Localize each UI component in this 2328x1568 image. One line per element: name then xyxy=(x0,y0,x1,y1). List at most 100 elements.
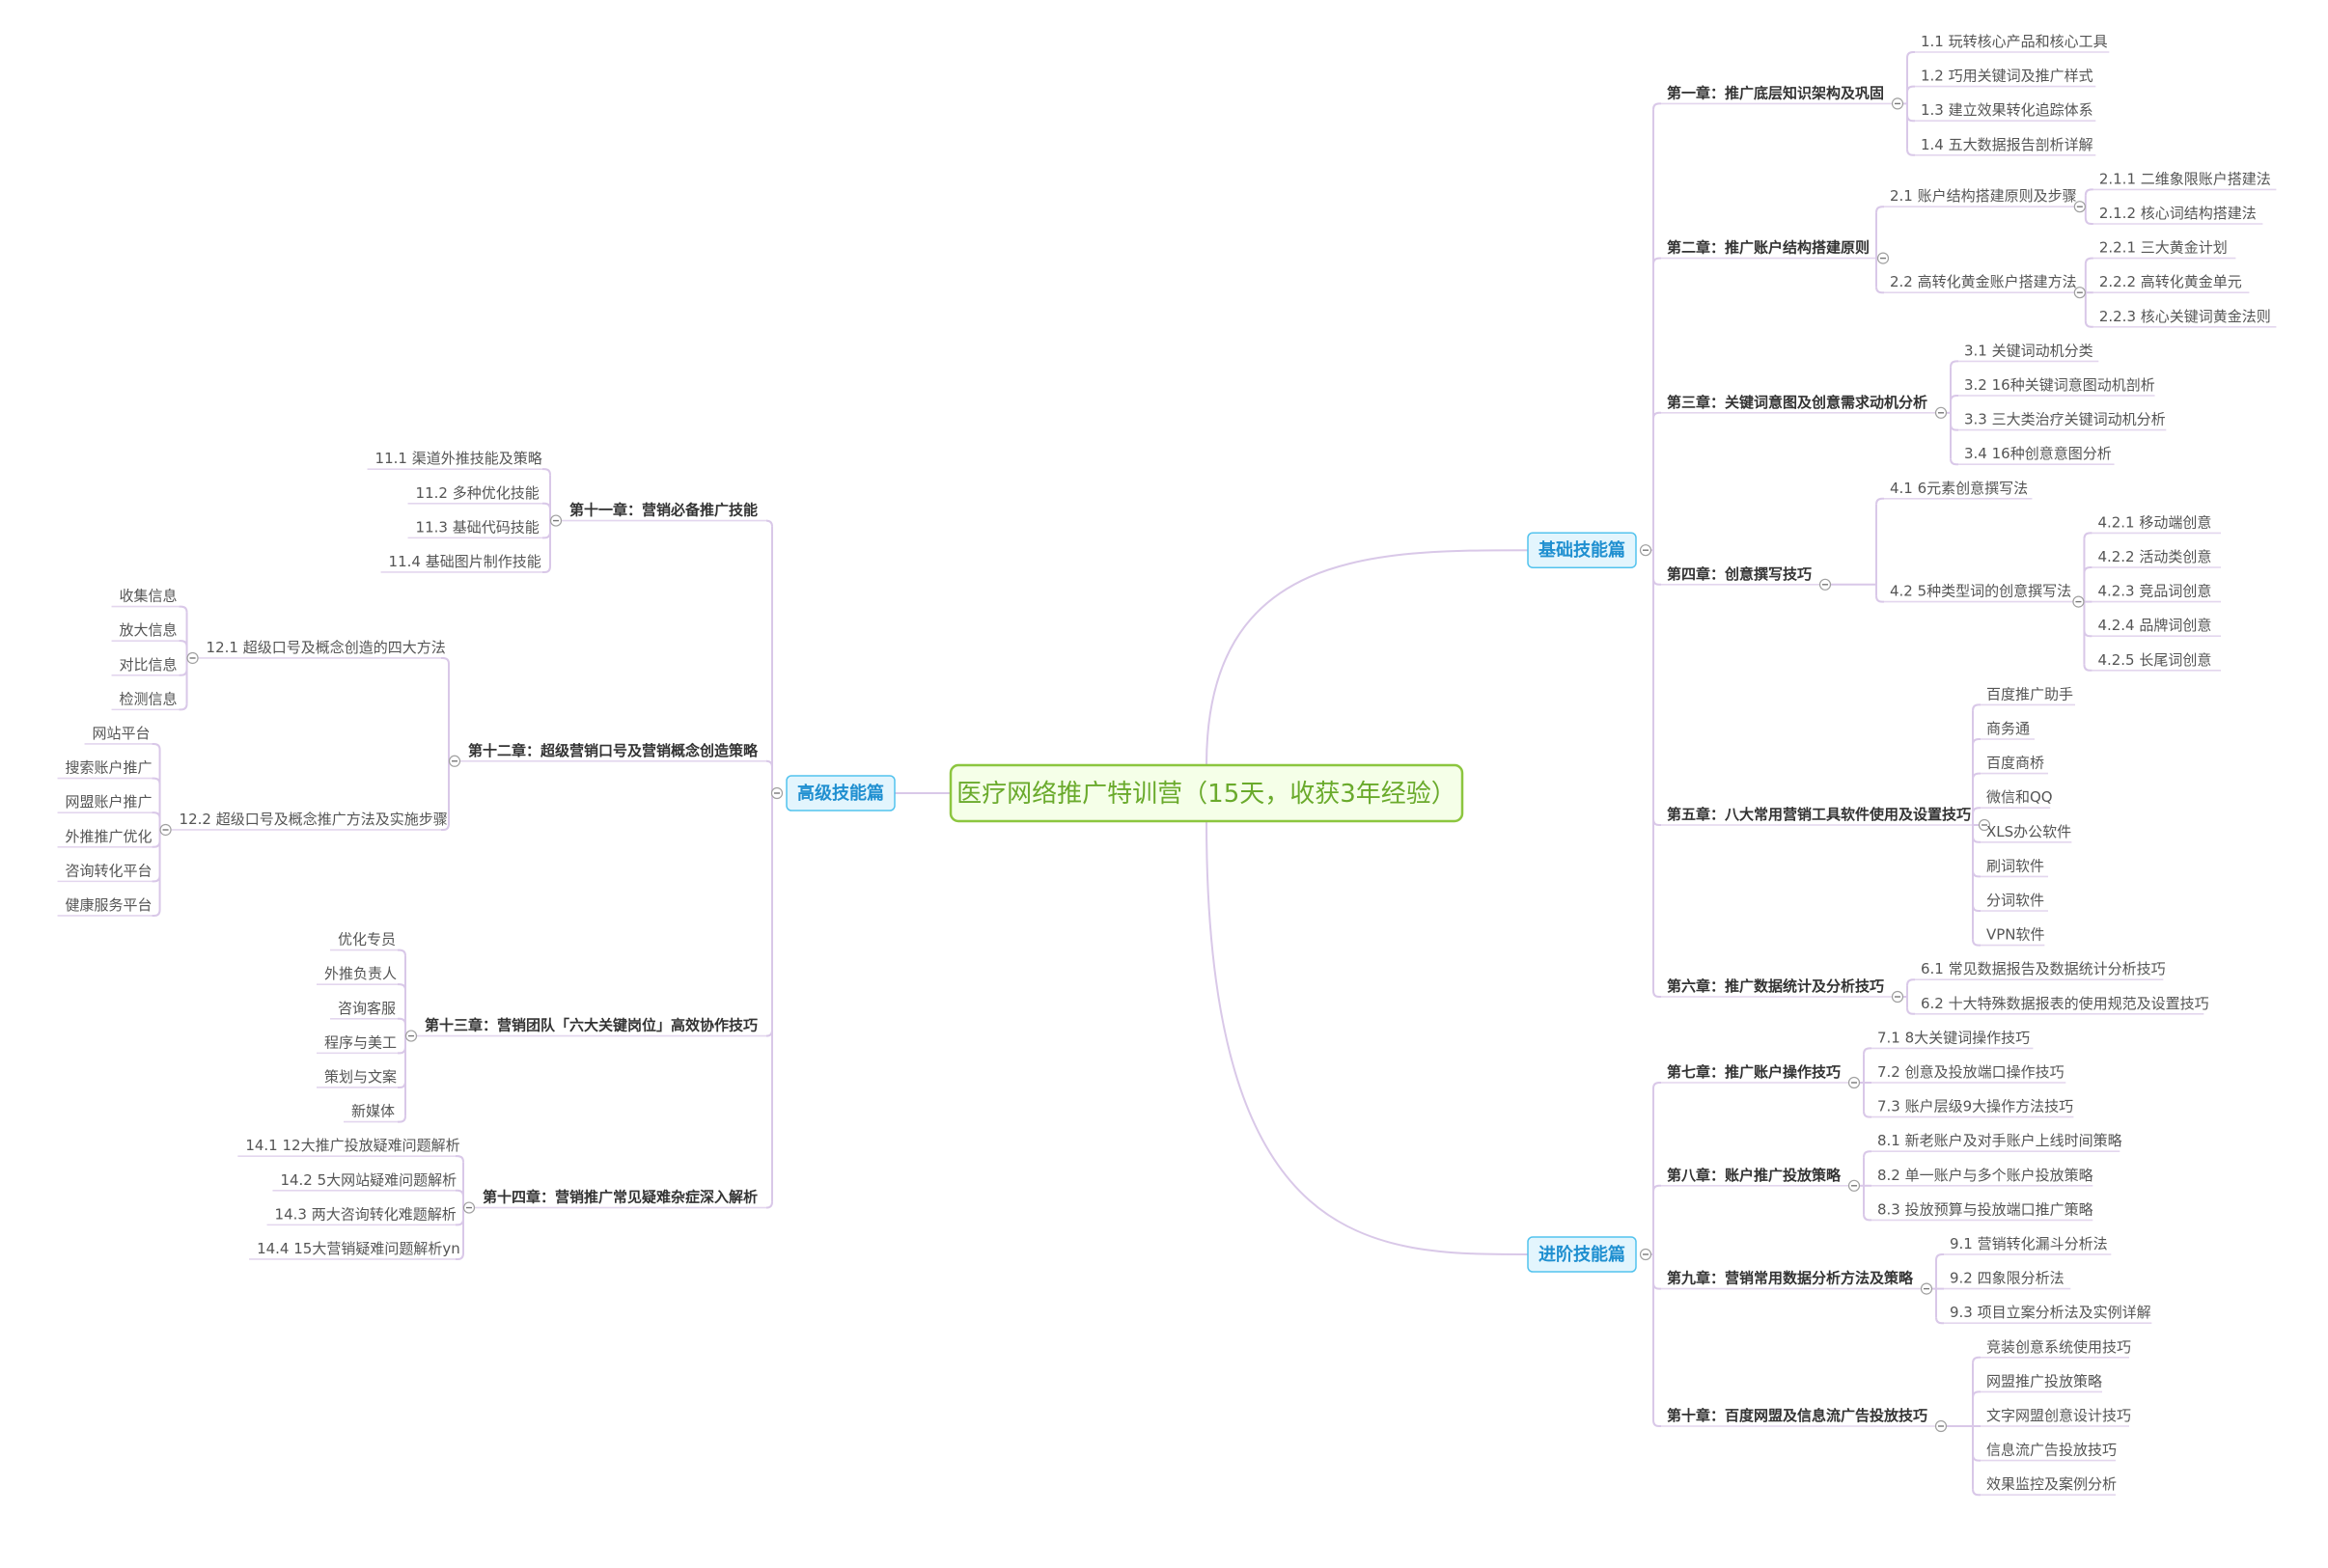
leaf-node[interactable]: 2.1.1 二维象限账户搭建法 xyxy=(2099,170,2271,187)
leaf-node[interactable]: 分词软件 xyxy=(1986,892,2044,909)
leaf-node[interactable]: 网盟账户推广 xyxy=(66,793,152,811)
chapter-node[interactable]: 第六章：推广数据统计及分析技巧 xyxy=(1667,977,1884,995)
leaf-node[interactable]: 4.2.4 品牌词创意 xyxy=(2097,617,2211,634)
chapter-collapse-toggle[interactable] xyxy=(1876,252,1890,264)
leaf-node[interactable]: 文字网盟创意设计技巧 xyxy=(1986,1407,2131,1424)
topic-collapse-toggle[interactable] xyxy=(186,651,199,665)
chapter-collapse-toggle[interactable] xyxy=(1818,578,1832,591)
leaf-node[interactable]: 策划与文案 xyxy=(324,1068,397,1086)
chapter-node[interactable]: 第五章：八大常用营销工具软件使用及设置技巧 xyxy=(1667,806,1971,823)
leaf-node[interactable]: 外推负责人 xyxy=(324,965,397,982)
section-node[interactable]: 基础技能篇 xyxy=(1527,532,1637,568)
leaf-node[interactable]: 新媒体 xyxy=(351,1103,395,1120)
leaf-node[interactable]: 优化专员 xyxy=(338,931,396,949)
leaf-node[interactable]: 信息流广告投放技巧 xyxy=(1986,1442,2117,1459)
leaf-node[interactable]: 1.4 五大数据报告剖析详解 xyxy=(1921,136,2093,153)
leaf-node[interactable]: 14.3 两大咨询转化难题解析 xyxy=(275,1205,457,1223)
leaf-node[interactable]: 健康服务平台 xyxy=(66,896,152,914)
chapter-collapse-toggle[interactable] xyxy=(1920,1282,1933,1295)
chapter-collapse-toggle[interactable] xyxy=(448,755,461,767)
leaf-node[interactable]: 4.2.3 竞品词创意 xyxy=(2097,583,2211,600)
leaf-node[interactable]: 检测信息 xyxy=(120,690,178,707)
leaf-node[interactable]: 2.2.2 高转化黄金单元 xyxy=(2099,273,2242,290)
leaf-node[interactable]: 4.2.5 长尾词创意 xyxy=(2097,651,2211,669)
chapter-collapse-toggle[interactable] xyxy=(1891,97,1904,110)
chapter-collapse-toggle[interactable] xyxy=(1847,1179,1861,1192)
topic-collapse-toggle[interactable] xyxy=(2072,595,2085,608)
chapter-node[interactable]: 第七章：推广账户操作技巧 xyxy=(1667,1063,1841,1081)
leaf-node[interactable]: 网站平台 xyxy=(93,725,151,742)
chapter-collapse-toggle[interactable] xyxy=(549,514,563,527)
leaf-node[interactable]: 8.2 单一账户与多个账户投放策略 xyxy=(1877,1167,2093,1184)
leaf-node[interactable]: 刷词软件 xyxy=(1986,857,2044,874)
chapter-collapse-toggle[interactable] xyxy=(1934,406,1948,419)
root-topic[interactable]: 医疗网络推广特训营（15天，收获3年经验） xyxy=(949,763,1464,823)
chapter-node[interactable]: 第十一章：营销必备推广技能 xyxy=(569,502,758,519)
chapter-node[interactable]: 第九章：营销常用数据分析方法及策略 xyxy=(1667,1270,1914,1287)
leaf-node[interactable]: 11.2 多种优化技能 xyxy=(416,484,540,502)
leaf-node[interactable]: 百度推广助手 xyxy=(1986,685,2073,702)
chapter-node[interactable]: 第四章：创意撰写技巧 xyxy=(1667,565,1812,583)
leaf-node[interactable]: 商务通 xyxy=(1986,720,2030,737)
leaf-node[interactable]: 3.2 16种关键词意图动机剖析 xyxy=(1964,376,2155,394)
leaf-node[interactable]: 咨询转化平台 xyxy=(66,862,152,879)
chapter-collapse-toggle[interactable] xyxy=(404,1030,418,1042)
chapter-node[interactable]: 第八章：账户推广投放策略 xyxy=(1667,1167,1842,1184)
topic-collapse-toggle[interactable] xyxy=(2073,287,2086,299)
leaf-node[interactable]: 网盟推广投放策略 xyxy=(1986,1372,2102,1389)
chapter-node[interactable]: 第一章：推广底层知识架构及巩固 xyxy=(1667,84,1884,101)
topic-node[interactable]: 4.2 5种类型词的创意撰写法 xyxy=(1890,583,2071,600)
leaf-node[interactable]: 百度商桥 xyxy=(1986,755,2044,772)
leaf-node[interactable]: 效果监控及案例分析 xyxy=(1986,1475,2117,1493)
leaf-node[interactable]: 4.2.1 移动端创意 xyxy=(2097,513,2211,531)
leaf-node[interactable]: 2.2.3 核心关键词黄金法则 xyxy=(2099,308,2271,325)
leaf-node[interactable]: 3.1 关键词动机分类 xyxy=(1964,342,2093,359)
leaf-node[interactable]: 14.4 15大营销疑难问题解析yn xyxy=(257,1240,460,1257)
leaf-node[interactable]: 11.1 渠道外推技能及策略 xyxy=(375,450,542,467)
leaf-node[interactable]: XLS办公软件 xyxy=(1986,823,2071,840)
chapter-node[interactable]: 第三章：关键词意图及创意需求动机分析 xyxy=(1667,394,1927,411)
leaf-node[interactable]: 4.1 6元素创意撰写法 xyxy=(1890,480,2028,497)
leaf-node[interactable]: 1.1 玩转核心产品和核心工具 xyxy=(1921,33,2108,50)
leaf-node[interactable]: 搜索账户推广 xyxy=(66,759,152,777)
chapter-collapse-toggle[interactable] xyxy=(1934,1419,1948,1433)
leaf-node[interactable]: 8.1 新老账户及对手账户上线时间策略 xyxy=(1877,1132,2122,1149)
leaf-node[interactable]: 收集信息 xyxy=(120,588,178,605)
leaf-node[interactable]: 微信和QQ xyxy=(1986,788,2053,806)
chapter-node[interactable]: 第十二章：超级营销口号及营销概念创造策略 xyxy=(468,742,759,759)
chapter-node[interactable]: 第十三章：营销团队「六大关键岗位」高效协作技巧 xyxy=(425,1017,758,1034)
leaf-node[interactable]: 14.1 12大推广投放疑难问题解析 xyxy=(245,1137,459,1154)
section-collapse-toggle[interactable] xyxy=(1639,544,1652,557)
chapter-node[interactable]: 第二章：推广账户结构搭建原则 xyxy=(1667,239,1870,257)
topic-node[interactable]: 12.1 超级口号及概念创造的四大方法 xyxy=(207,639,446,656)
leaf-node[interactable]: 6.2 十大特殊数据报表的使用规范及设置技巧 xyxy=(1921,995,2209,1012)
leaf-node[interactable]: 7.3 账户层级9大操作方法技巧 xyxy=(1877,1098,2073,1115)
topic-node[interactable]: 2.2 高转化黄金账户搭建方法 xyxy=(1890,273,2077,290)
leaf-node[interactable]: 9.3 项目立案分析法及实例详解 xyxy=(1950,1304,2151,1321)
leaf-node[interactable]: 9.2 四象限分析法 xyxy=(1950,1270,2065,1287)
leaf-node[interactable]: 放大信息 xyxy=(120,621,178,639)
leaf-node[interactable]: 程序与美工 xyxy=(324,1033,397,1051)
chapter-collapse-toggle[interactable] xyxy=(1978,818,1991,832)
leaf-node[interactable]: 3.3 三大类治疗关键词动机分析 xyxy=(1964,411,2166,428)
leaf-node[interactable]: 外推推广优化 xyxy=(66,828,152,845)
leaf-node[interactable]: VPN软件 xyxy=(1986,926,2045,944)
section-collapse-toggle[interactable] xyxy=(1639,1248,1652,1261)
leaf-node[interactable]: 9.1 营销转化漏斗分析法 xyxy=(1950,1235,2108,1252)
topic-node[interactable]: 2.1 账户结构搭建原则及步骤 xyxy=(1890,187,2077,205)
section-node[interactable]: 进阶技能篇 xyxy=(1527,1236,1637,1273)
chapter-node[interactable]: 第十章：百度网盟及信息流广告投放技巧 xyxy=(1667,1407,1927,1424)
leaf-node[interactable]: 7.2 创意及投放端口操作技巧 xyxy=(1877,1063,2065,1081)
section-collapse-toggle[interactable] xyxy=(770,786,784,800)
leaf-node[interactable]: 11.4 基础图片制作技能 xyxy=(389,553,541,570)
chapter-collapse-toggle[interactable] xyxy=(1891,990,1904,1004)
leaf-node[interactable]: 4.2.2 活动类创意 xyxy=(2097,548,2211,565)
chapter-collapse-toggle[interactable] xyxy=(1847,1076,1861,1089)
leaf-node[interactable]: 竞装创意系统使用技巧 xyxy=(1986,1338,2131,1356)
leaf-node[interactable]: 3.4 16种创意意图分析 xyxy=(1964,445,2112,462)
leaf-node[interactable]: 对比信息 xyxy=(120,656,178,674)
leaf-node[interactable]: 1.2 巧用关键词及推广样式 xyxy=(1921,68,2093,85)
leaf-node[interactable]: 6.1 常见数据报告及数据统计分析技巧 xyxy=(1921,960,2166,977)
leaf-node[interactable]: 1.3 建立效果转化追踪体系 xyxy=(1921,101,2093,119)
topic-collapse-toggle[interactable] xyxy=(2073,201,2086,213)
